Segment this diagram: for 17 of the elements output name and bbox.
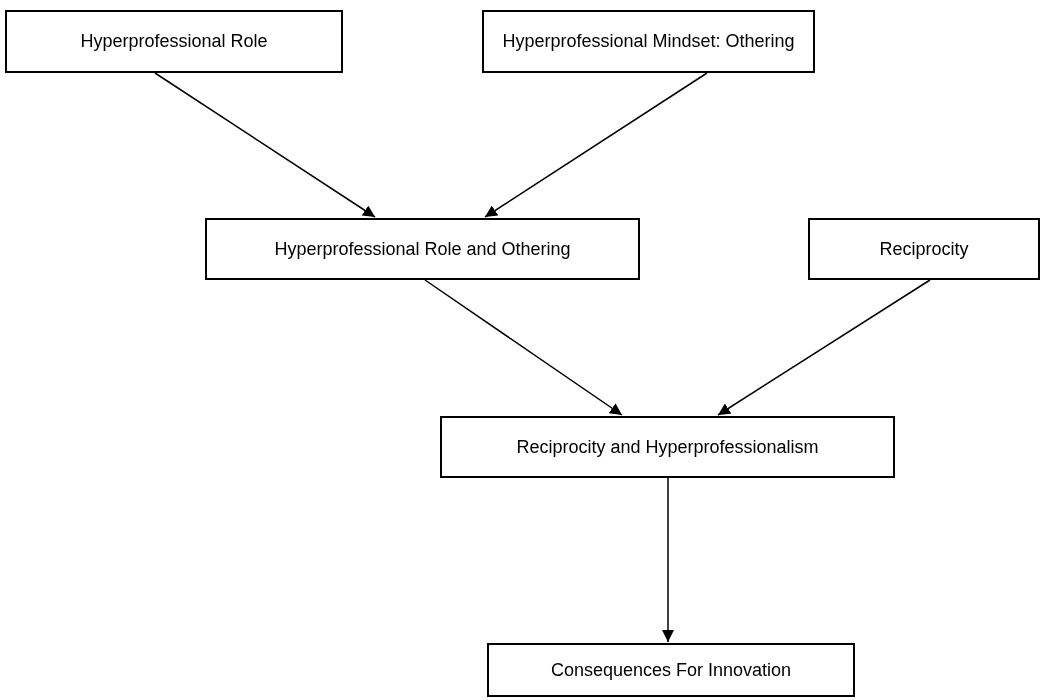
process-box [487, 643, 855, 697]
process-box [205, 218, 640, 280]
box-label: Reciprocity and Hyperprofessionalism [516, 435, 819, 459]
box-label: Hyperprofessional Role and Othering [274, 237, 571, 261]
process-box [808, 218, 1040, 280]
box-label: Consequences For Innovation [550, 658, 792, 682]
process-box [440, 416, 895, 478]
arrow [717, 279, 931, 416]
box-label: Hyperprofessional Role [80, 30, 268, 53]
arrow [154, 72, 376, 218]
box-label: Hyperprofessional Mindset: Othering [502, 30, 795, 53]
arrow [424, 279, 623, 416]
process-box [5, 10, 343, 73]
process-box [482, 10, 815, 73]
arrow [484, 72, 708, 218]
arrow [662, 477, 674, 643]
box-label: Reciprocity [879, 237, 969, 261]
